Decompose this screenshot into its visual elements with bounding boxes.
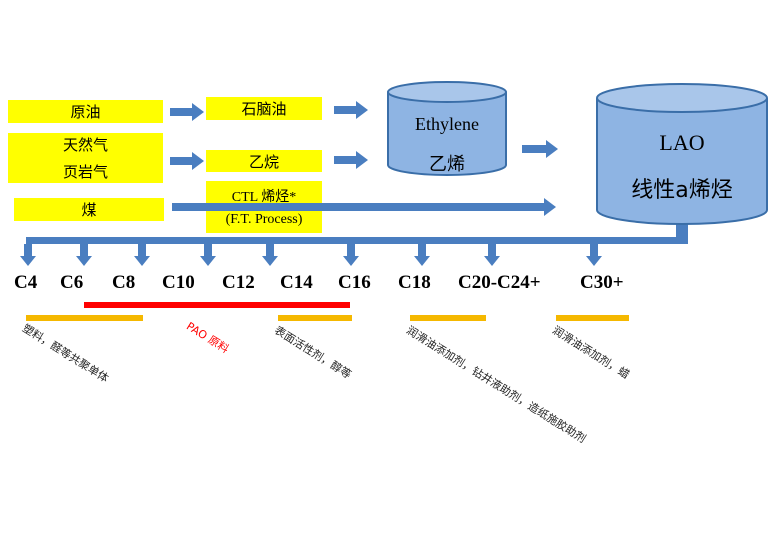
- wax-range-bar: [556, 315, 629, 321]
- down-arrows: [20, 244, 602, 266]
- shale-gas-label: 页岩气: [62, 163, 108, 181]
- arrow-naphtha-to-ethylene: [334, 101, 368, 119]
- lubricant-range-bar: [410, 315, 486, 321]
- arrow-ethane-to-ethylene: [334, 151, 368, 169]
- arrow-gas-to-ethane: [170, 152, 204, 170]
- crude-oil-box: 原油: [8, 100, 163, 123]
- carbon-label-c6: C6: [60, 272, 84, 293]
- ethylene-cn-label: 乙烯: [429, 154, 465, 175]
- distribution-bar: [26, 237, 688, 244]
- down-arrow-c16: [343, 244, 359, 266]
- lao-en-label: LAO: [659, 130, 705, 155]
- down-arrow-c30: [586, 244, 602, 266]
- lao-cn-label: 线性a烯烃: [631, 178, 733, 203]
- crude-oil-label: 原油: [70, 103, 101, 121]
- plastics-range-bar: [26, 315, 143, 321]
- coal-label: 煤: [81, 201, 97, 219]
- ctl-olefin-label: CTL 烯烃*: [231, 190, 297, 205]
- lao-cylinder: [596, 83, 768, 242]
- naphtha-label: 石脑油: [241, 100, 287, 118]
- naphtha-box: 石脑油: [206, 97, 322, 120]
- down-arrow-c8: [134, 244, 150, 266]
- arrow-crude-to-naphtha: [170, 103, 204, 121]
- carbon-label-c10: C10: [162, 272, 195, 293]
- flow-arrows: [170, 101, 558, 216]
- carbon-label-c8: C8: [112, 272, 136, 293]
- coal-box: 煤: [14, 198, 164, 221]
- ethylene-en-label: Ethylene: [415, 114, 479, 134]
- down-arrow-c10: [200, 244, 216, 266]
- gas-box: 天然气 页岩气: [8, 133, 163, 183]
- arrow-ethylene-to-lao: [522, 140, 558, 158]
- carbon-label-c30: C30+: [580, 272, 624, 293]
- carbon-label-c4: C4: [14, 272, 38, 293]
- carbon-label-c20-c24: C20-C24+: [458, 272, 541, 293]
- natural-gas-label: 天然气: [62, 136, 108, 154]
- ethane-box: 乙烷: [206, 150, 322, 172]
- down-arrow-c6: [76, 244, 92, 266]
- pao-range-bar: [84, 302, 350, 308]
- carbon-label-c12: C12: [222, 272, 255, 293]
- carbon-label-c18: C18: [398, 272, 431, 293]
- down-arrow-c18: [414, 244, 430, 266]
- down-arrow-c12: [262, 244, 278, 266]
- surfactants-range-bar: [278, 315, 352, 321]
- ft-process-label: (F.T. Process): [225, 212, 303, 227]
- down-arrow-c20: [484, 244, 500, 266]
- ethylene-cylinder: [387, 81, 507, 176]
- ethane-label: 乙烷: [248, 152, 279, 171]
- carbon-label-c16: C16: [338, 272, 371, 293]
- arrow-coal-to-lao: [172, 198, 556, 216]
- down-arrow-c4: [20, 244, 36, 266]
- carbon-label-c14: C14: [280, 272, 313, 293]
